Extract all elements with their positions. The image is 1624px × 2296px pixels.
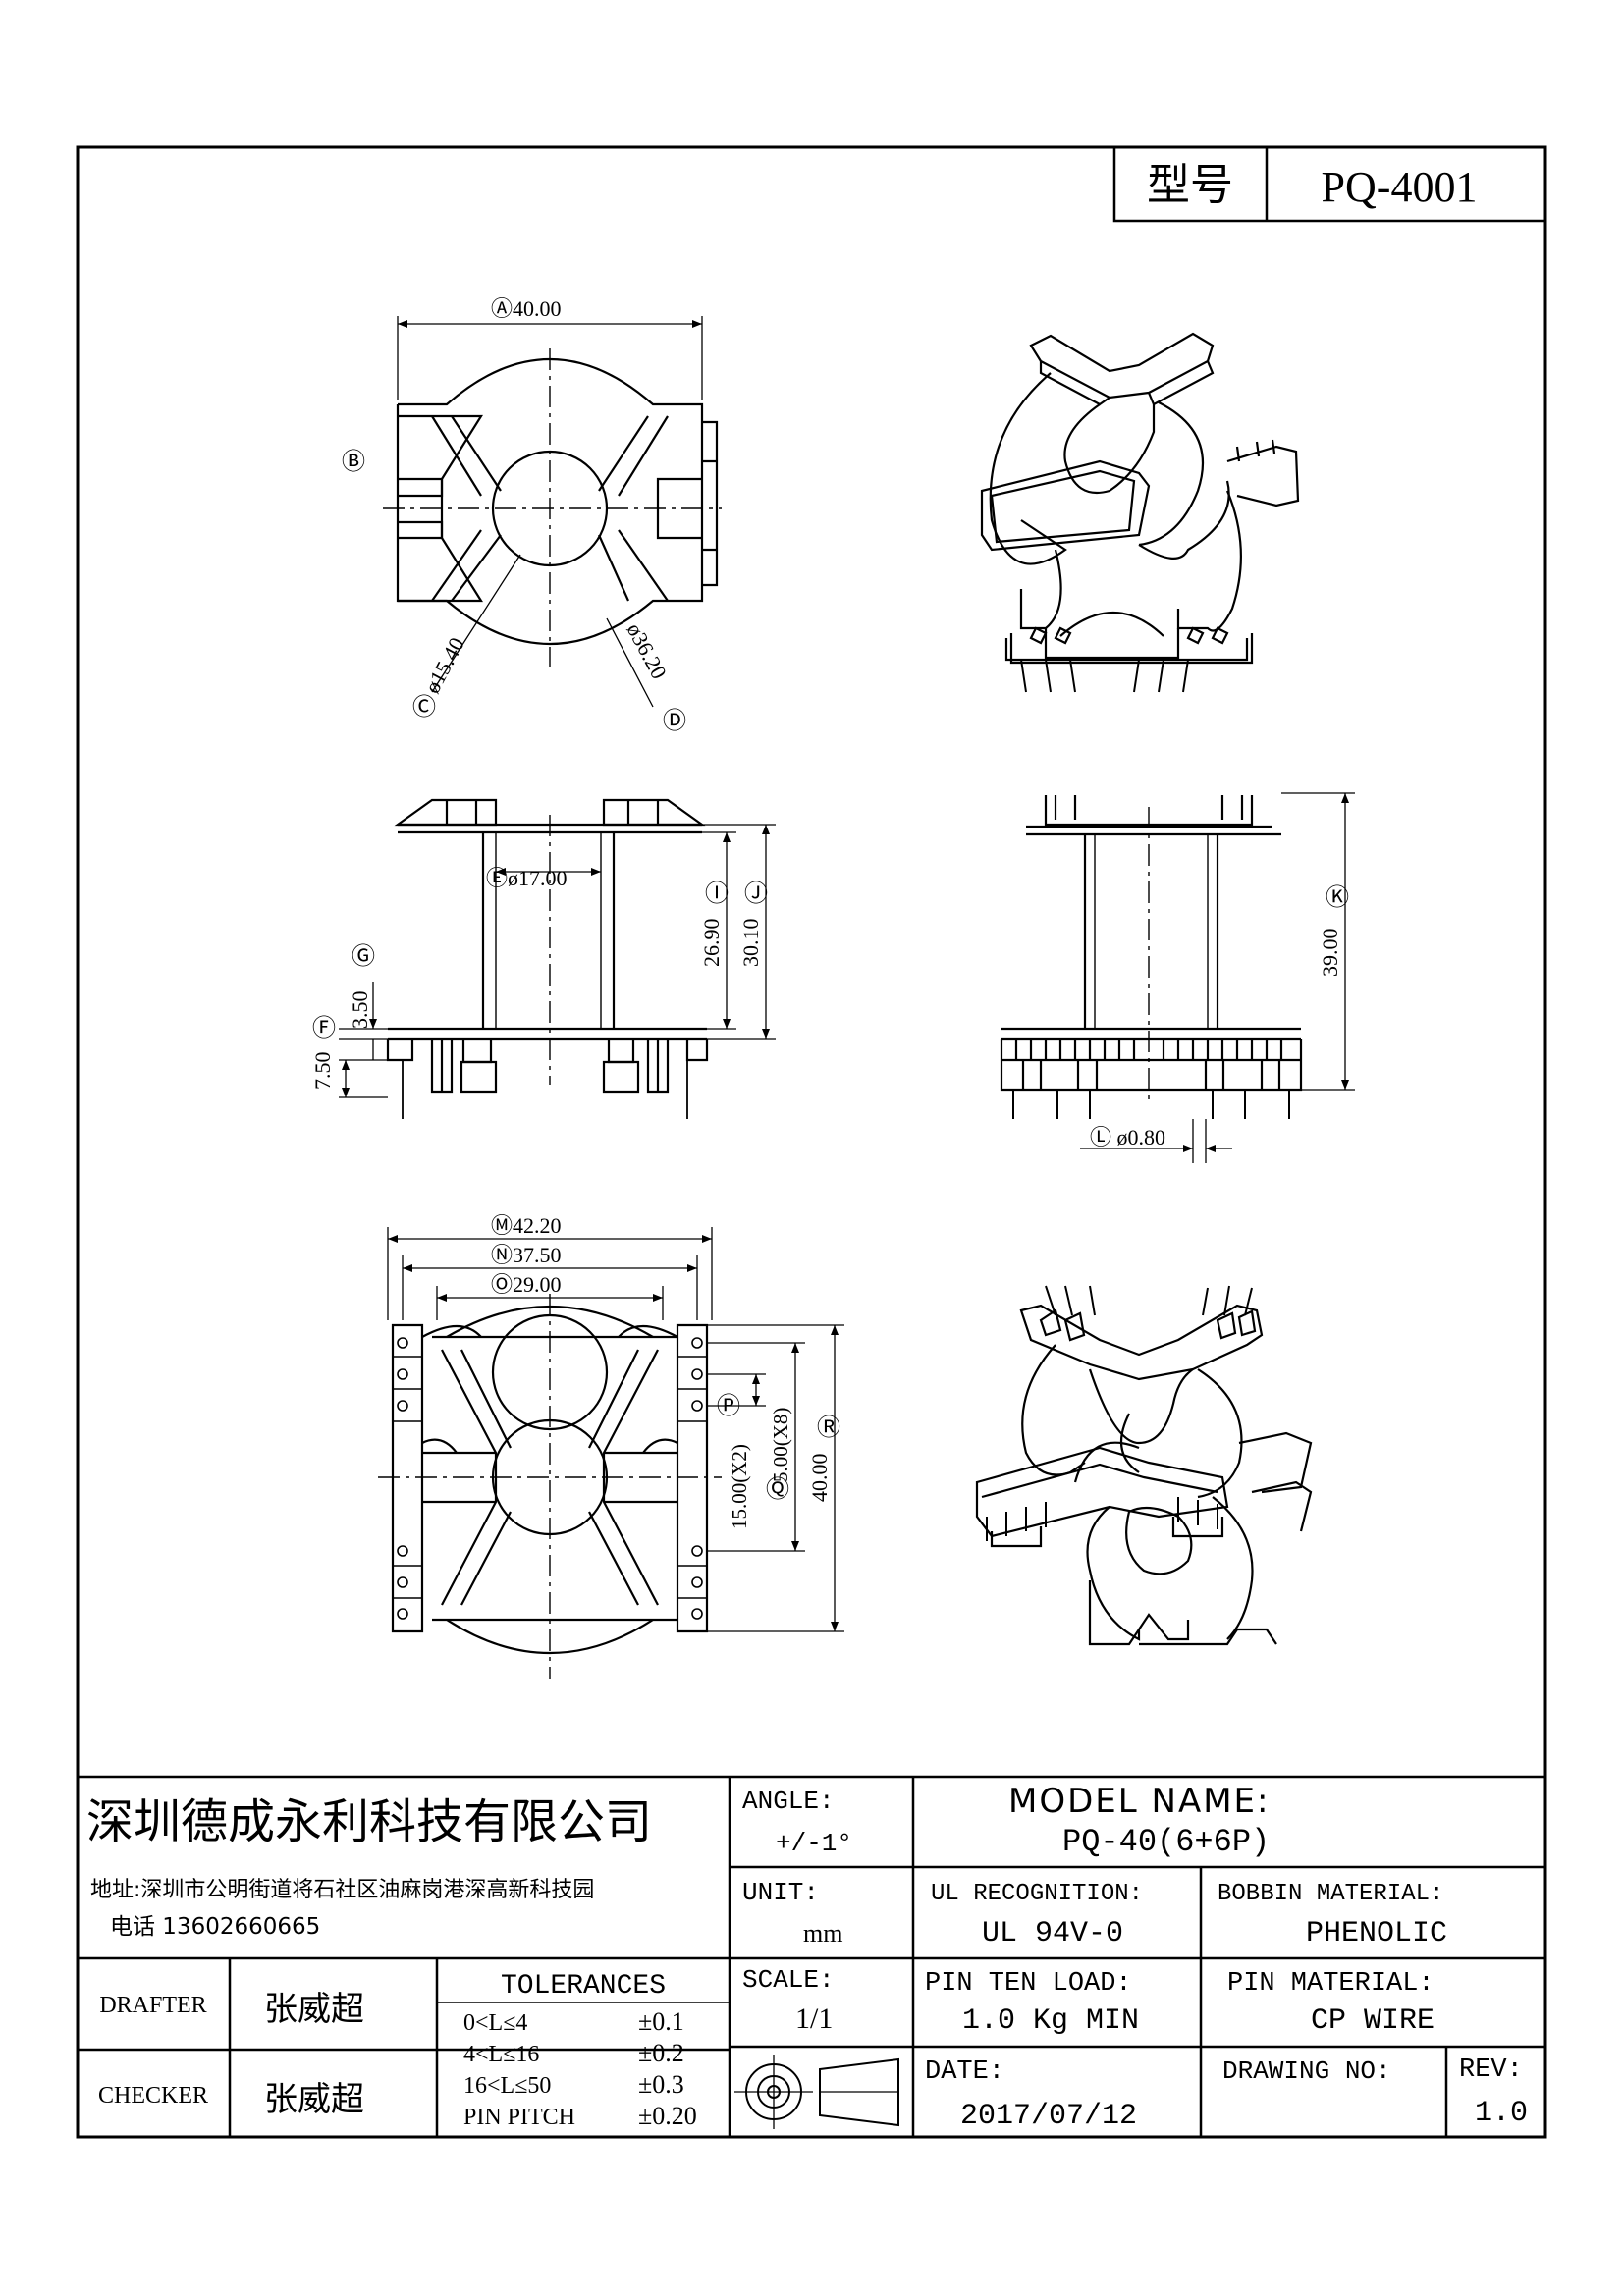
- dim-A: Ⓐ40.00: [491, 296, 562, 321]
- dim-D-value: ø36.20: [623, 619, 672, 683]
- dim-P-value: 15.00(X2): [728, 1444, 751, 1529]
- dim-M: Ⓜ42.20: [491, 1213, 562, 1238]
- pin-ten-load-label: PIN TEN LOAD:: [925, 1969, 1132, 1999]
- tolerances-title: TOLERANCES: [501, 1971, 666, 2002]
- checker-label: CHECKER: [98, 2083, 208, 2109]
- pin-material-value: CP WIRE: [1311, 2004, 1435, 2038]
- front-view: [339, 798, 776, 1119]
- ul-recognition-label: UL RECOGNITION:: [931, 1881, 1143, 1907]
- model-box-value: PQ-4001: [1322, 163, 1478, 211]
- dim-G-marker: Ⓖ: [352, 943, 375, 970]
- model-box-label: 型号: [1147, 161, 1233, 209]
- dim-C-value: ø15.40: [419, 633, 468, 697]
- company-name: 深圳德成永利科技有限公司: [86, 1794, 652, 1849]
- dim-E: Ⓔø17.00: [486, 866, 568, 890]
- scale-value: 1/1: [795, 2002, 833, 2035]
- dim-B: Ⓑ: [342, 449, 365, 475]
- dim-F-marker: Ⓕ: [312, 1015, 336, 1041]
- dim-K-marker: Ⓚ: [1326, 884, 1349, 911]
- top-view: [383, 316, 722, 708]
- dim-D-marker: Ⓓ: [663, 708, 686, 734]
- drawing-border: [76, 145, 1547, 2139]
- angle-value: +/-1°: [776, 1829, 852, 1858]
- drafter-label: DRAFTER: [99, 1993, 206, 2018]
- rev-value: 1.0: [1475, 2097, 1528, 2130]
- angle-label: ANGLE:: [742, 1787, 835, 1816]
- pin-ten-load-value: 1.0 Kg MIN: [962, 2004, 1139, 2038]
- bobbin-material-value: PHENOLIC: [1306, 1917, 1447, 1950]
- dim-J-marker: Ⓙ: [744, 881, 768, 907]
- isometric-view-bottom: [975, 1285, 1313, 1646]
- tolerance-value: ±0.2: [638, 2039, 684, 2067]
- ul-recognition-value: UL 94V-0: [982, 1917, 1123, 1950]
- model-name-label: MODEL NAME:: [1008, 1782, 1270, 1821]
- pin-material-label: PIN MATERIAL:: [1227, 1969, 1435, 1999]
- checker-name: 张威超: [264, 2080, 364, 2119]
- dim-R-value: 40.00: [807, 1454, 832, 1503]
- dim-P-marker: Ⓟ: [717, 1393, 740, 1419]
- projection-symbol: [734, 2055, 899, 2129]
- dim-N: Ⓝ37.50: [491, 1243, 562, 1267]
- rev-label: REV:: [1459, 2056, 1523, 2085]
- company-phone: 电话 13602660665: [110, 1914, 320, 1940]
- tolerance-table: 0<L≤4 ±0.1 4<L≤16 ±0.2 16<L≤50 ±0.3 PIN …: [463, 2007, 697, 2130]
- dim-K-value: 39.00: [1318, 929, 1342, 978]
- side-view: [1000, 792, 1355, 1163]
- dim-L: Ⓛ ø0.80: [1090, 1125, 1165, 1149]
- isometric-view-top: [980, 332, 1300, 693]
- dim-Q-marker: Ⓠ: [766, 1476, 789, 1503]
- unit-value: mm: [803, 1919, 842, 1948]
- bottom-view: [378, 1227, 844, 1679]
- drafter-name: 张威超: [264, 1990, 364, 2029]
- dim-I-marker: Ⓘ: [705, 881, 729, 907]
- dim-F-value: 7.50: [310, 1052, 335, 1091]
- bobbin-material-label: BOBBIN MATERIAL:: [1218, 1881, 1443, 1907]
- tolerance-range: 4<L≤16: [463, 2042, 539, 2067]
- dim-J-value: 30.10: [738, 919, 763, 968]
- date-label: DATE:: [925, 2057, 1004, 2087]
- title-block: [78, 1775, 1545, 2137]
- tolerance-value: ±0.20: [638, 2102, 697, 2130]
- dim-R-marker: Ⓡ: [817, 1415, 840, 1441]
- dim-G-value: 3.50: [348, 991, 372, 1030]
- dim-C-marker: Ⓒ: [412, 694, 436, 721]
- drawing-no-label: DRAWING NO:: [1222, 2056, 1391, 2086]
- dim-I-value: 26.90: [699, 919, 724, 968]
- model-number-box: 型号 PQ-4001: [1112, 145, 1547, 223]
- scale-label: SCALE:: [742, 1965, 835, 1995]
- tolerance-value: ±0.1: [638, 2007, 684, 2036]
- tolerance-range: 16<L≤50: [463, 2073, 551, 2099]
- tolerance-range: 0<L≤4: [463, 2010, 527, 2036]
- dim-Q-value: 5.00(X8): [769, 1408, 792, 1482]
- dim-O: Ⓞ29.00: [491, 1272, 562, 1297]
- model-name-value: PQ-40(6+6P): [1062, 1824, 1270, 1860]
- date-value: 2017/07/12: [960, 2100, 1137, 2133]
- tolerance-value: ±0.3: [638, 2070, 684, 2099]
- unit-label: UNIT:: [742, 1878, 819, 1907]
- company-address: 地址:深圳市公明街道将石社区油麻岗港深高新科技园: [90, 1878, 594, 1902]
- tolerance-range: PIN PITCH: [463, 2105, 575, 2130]
